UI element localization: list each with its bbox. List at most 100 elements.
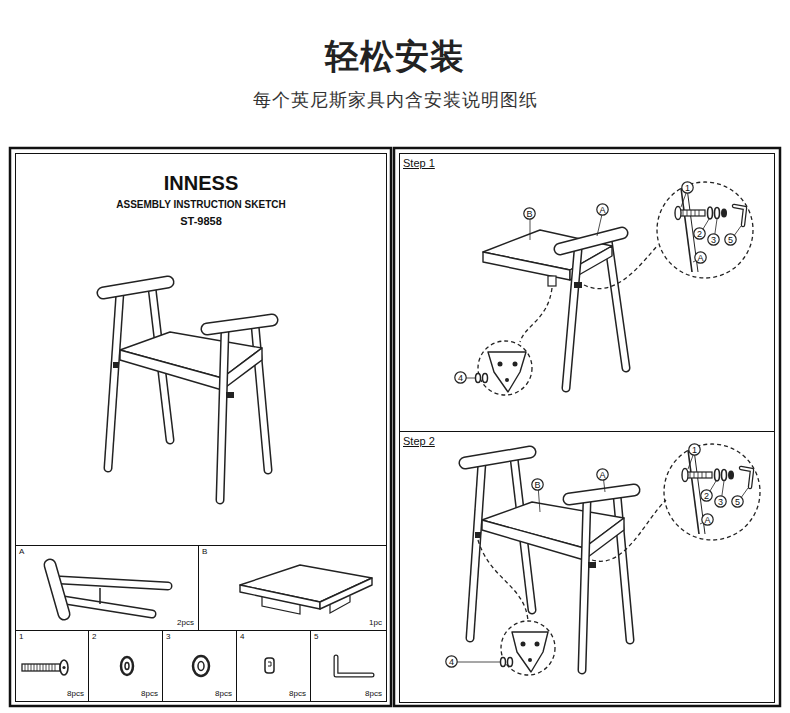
callout-outline	[725, 234, 736, 245]
step2-sketch	[501, 658, 506, 667]
callout-number: B	[526, 209, 532, 218]
quantity: 8pcs	[141, 690, 158, 699]
step1-sketch	[478, 341, 532, 395]
step1-sketch	[505, 378, 509, 382]
step2-sketch	[501, 621, 555, 675]
step1-sketch	[608, 240, 626, 368]
hardware-icons	[60, 660, 68, 675]
hardware-cell: 3 8pcs	[162, 630, 237, 702]
part-letter: A	[19, 548, 24, 557]
callout-circle: A	[694, 251, 707, 264]
panel-frames	[10, 148, 780, 706]
step1-sketch	[483, 374, 488, 383]
callout-number: 5	[735, 497, 740, 506]
callout-outline	[532, 479, 543, 490]
part-cell: A 2pcs	[15, 545, 199, 631]
callout-number: 2	[704, 491, 709, 500]
sketch-title: ASSEMBLY INSTRUCTION SKETCH	[16, 199, 386, 210]
detail-zoom	[664, 444, 760, 540]
quantity: 8pcs	[67, 690, 84, 699]
hardware-number: 3	[166, 633, 170, 642]
callout-outline	[689, 444, 700, 455]
part-b-sketch	[330, 596, 350, 613]
callout-outline	[715, 496, 726, 507]
hardware-number: 4	[240, 633, 244, 642]
callout-outline	[597, 469, 608, 480]
step2-sketch	[512, 632, 548, 672]
callout-outline	[694, 228, 705, 239]
part-b-sketch	[262, 597, 300, 614]
step1-sketch	[520, 288, 552, 342]
callout-circle: 4	[454, 371, 467, 384]
part-a-sketch	[50, 565, 64, 614]
hardware-icons	[22, 656, 372, 676]
part-a-sketch	[50, 565, 64, 614]
step1-sketch	[608, 240, 626, 368]
brand-name: INNESS	[16, 172, 386, 194]
callout-circle: B	[523, 207, 536, 220]
callout-outline	[695, 252, 706, 263]
detail-zoom	[657, 182, 753, 278]
callout-number: A	[697, 253, 703, 262]
step1-sketch	[530, 210, 603, 240]
part-a-sketch	[60, 580, 168, 586]
step-panel: Step 1BA1235A4	[399, 153, 775, 432]
callout-number: A	[704, 515, 710, 524]
quantity: 8pcs	[215, 690, 232, 699]
callout-number: 2	[697, 229, 702, 238]
callout-circle: A	[596, 203, 609, 216]
callout-outline	[446, 656, 457, 667]
callout-number: A	[599, 205, 605, 214]
callout-circle: A	[596, 468, 609, 481]
hardware-icons	[198, 662, 204, 671]
hardware-icons	[22, 664, 60, 671]
step2-sketch	[538, 475, 605, 512]
callout-outline	[455, 372, 466, 383]
step1-sketch	[560, 233, 622, 249]
hardware-icons	[62, 666, 65, 669]
step1-sketch	[513, 362, 518, 367]
panel-frames	[10, 148, 391, 706]
hardware-cell: 2 8pcs	[88, 630, 163, 702]
step-heading: Step 2	[403, 435, 435, 447]
step1-sketch	[584, 245, 658, 289]
callout-circle: 1	[688, 443, 701, 456]
part-b-sketch	[240, 565, 372, 614]
part-a-sketch	[64, 600, 152, 614]
panel-frames	[394, 148, 780, 706]
callout-outline	[682, 182, 693, 193]
part-a-sketch	[50, 565, 168, 614]
hardware-number: 2	[92, 633, 96, 642]
step2-sketch	[535, 642, 540, 647]
quantity: 2pcs	[177, 619, 194, 628]
hardware-icons	[121, 657, 133, 675]
step1-sketch	[560, 233, 622, 249]
part-a-sketch	[60, 580, 168, 586]
step1-sketch	[461, 210, 658, 395]
part-cell: B1pc	[198, 545, 387, 631]
step1-sketch	[498, 362, 503, 367]
callout-outline	[708, 234, 719, 245]
step1-sketch	[574, 282, 582, 288]
step1-sketch	[483, 252, 570, 280]
callout-outline	[597, 204, 608, 215]
callout-circle: 3	[714, 495, 727, 508]
callout-number: 1	[685, 183, 690, 192]
callout-number: 4	[449, 657, 454, 666]
part-a-sketch	[99, 588, 101, 604]
step1-sketch	[476, 374, 481, 383]
chair-sketch	[103, 282, 272, 500]
callout-number: 1	[692, 445, 697, 454]
callout-number: B	[534, 480, 540, 489]
hardware-cell: 48pcs	[236, 630, 311, 702]
step-heading: Step 1	[403, 157, 435, 169]
callout-outline	[701, 490, 712, 501]
hardware-number: 1	[19, 633, 23, 642]
step1-sketch	[488, 352, 526, 392]
hardware-cell: 1 8pcs	[15, 630, 89, 702]
step2-sketch	[592, 500, 666, 561]
callout-number: 5	[728, 235, 733, 244]
chair-sketch	[465, 452, 634, 670]
hardware-cell: 58pcs	[310, 630, 387, 702]
hardware-number: 5	[314, 633, 318, 642]
